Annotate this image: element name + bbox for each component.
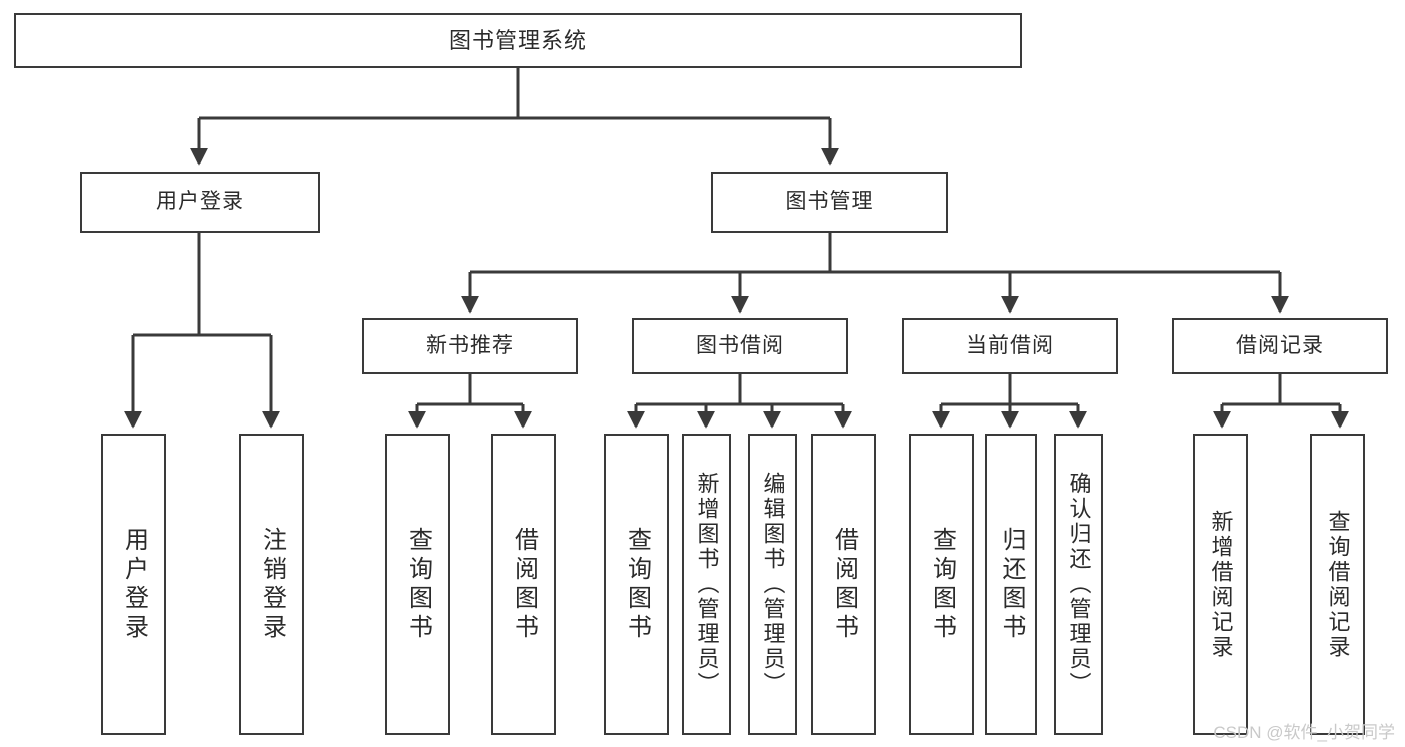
node-label: 注销登录 bbox=[258, 526, 286, 643]
node-label: 查询借阅记录 bbox=[1325, 509, 1351, 660]
watermark: CSDN @软件_小贺同学 bbox=[1213, 723, 1395, 742]
node-label: 用户登录 bbox=[120, 526, 148, 643]
leaf-query-book-current[interactable]: 查询图书 bbox=[909, 434, 974, 735]
leaf-edit-book-admin[interactable]: 编辑图书（管理员） bbox=[748, 434, 797, 735]
node-book-management[interactable]: 图书管理 bbox=[711, 172, 948, 233]
node-label: 归还图书 bbox=[998, 526, 1025, 643]
node-root-book-management-system[interactable]: 图书管理系统 bbox=[14, 13, 1022, 68]
node-label: 编辑图书（管理员） bbox=[760, 472, 786, 697]
leaf-confirm-return-admin[interactable]: 确认归还（管理员） bbox=[1054, 434, 1103, 735]
node-label: 借阅图书 bbox=[830, 526, 858, 643]
node-label: 查询图书 bbox=[928, 526, 956, 643]
leaf-add-borrow-record[interactable]: 新增借阅记录 bbox=[1193, 434, 1248, 735]
leaf-return-book[interactable]: 归还图书 bbox=[985, 434, 1037, 735]
node-label: 新书推荐 bbox=[426, 333, 514, 357]
node-label: 新增图书（管理员） bbox=[694, 472, 720, 697]
node-label: 用户登录 bbox=[156, 190, 244, 214]
node-label: 借阅图书 bbox=[510, 526, 538, 643]
leaf-logout[interactable]: 注销登录 bbox=[239, 434, 304, 735]
leaf-add-book-admin[interactable]: 新增图书（管理员） bbox=[682, 434, 731, 735]
node-label: 查询图书 bbox=[623, 526, 651, 643]
node-borrow-record[interactable]: 借阅记录 bbox=[1172, 318, 1388, 374]
node-label: 图书管理 bbox=[785, 190, 874, 214]
leaf-borrow-book[interactable]: 借阅图书 bbox=[811, 434, 876, 735]
leaf-user-login[interactable]: 用户登录 bbox=[101, 434, 166, 735]
leaf-query-book-recommend[interactable]: 查询图书 bbox=[385, 434, 450, 735]
node-label: 借阅记录 bbox=[1236, 333, 1324, 357]
node-new-book-recommend[interactable]: 新书推荐 bbox=[362, 318, 578, 374]
node-user-login[interactable]: 用户登录 bbox=[80, 172, 320, 233]
node-label: 图书借阅 bbox=[696, 333, 784, 357]
leaf-borrow-book-recommend[interactable]: 借阅图书 bbox=[491, 434, 556, 735]
leaf-query-book-borrow[interactable]: 查询图书 bbox=[604, 434, 669, 735]
node-label: 当前借阅 bbox=[966, 333, 1054, 357]
node-book-borrow[interactable]: 图书借阅 bbox=[632, 318, 848, 374]
node-label: 查询图书 bbox=[404, 526, 432, 643]
node-label: 确认归还（管理员） bbox=[1066, 472, 1092, 697]
node-label: 新增借阅记录 bbox=[1208, 509, 1234, 660]
node-label: 图书管理系统 bbox=[448, 27, 587, 53]
leaf-query-borrow-record[interactable]: 查询借阅记录 bbox=[1310, 434, 1365, 735]
node-current-borrow[interactable]: 当前借阅 bbox=[902, 318, 1118, 374]
